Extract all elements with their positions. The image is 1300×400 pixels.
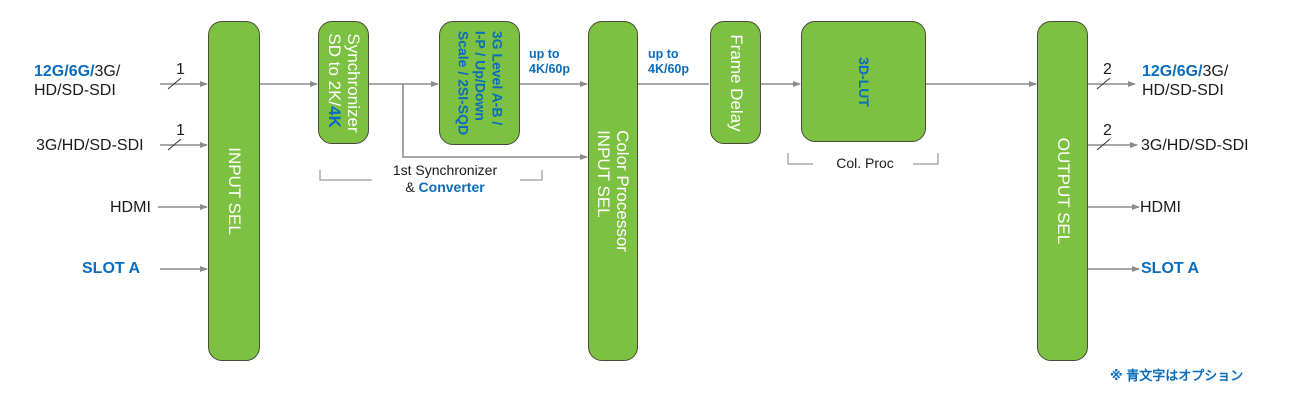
output-sel-label: OUTPUT SEL	[1053, 137, 1073, 245]
output-label-12g-sdi: 12G/6G/3G/ HD/SD-SDI	[1142, 63, 1229, 99]
option-text: 4K	[324, 105, 344, 128]
frame-delay-label: Frame Delay	[726, 33, 746, 132]
input-count: 1	[176, 122, 185, 139]
input-sel-label: INPUT SEL	[225, 147, 244, 235]
bus-slash	[1096, 77, 1111, 90]
bracket-colproc-right	[913, 153, 939, 165]
option-text: 12G/6G/	[1142, 63, 1203, 80]
converter-label: 3G Level A-B / I-P / Up/Down Scale / 2SI…	[455, 30, 505, 136]
frame-delay-block: Frame Delay	[710, 21, 761, 144]
synchronizer-label: Synchronizer SD to 2K/4K	[324, 32, 363, 133]
bus-slash	[1096, 138, 1111, 151]
bus-slash	[167, 77, 182, 90]
arrow-sync-bypass	[402, 84, 588, 160]
converter-block: 3G Level A-B / I-P / Up/Down Scale / 2SI…	[439, 21, 520, 145]
group-caption-sync-converter: 1st Synchronizer & Converter	[392, 162, 498, 195]
rate-label-converter-out: up to 4K/60p	[529, 47, 570, 76]
output-count: 2	[1103, 122, 1112, 139]
output-label-hdmi: HDMI	[1140, 199, 1181, 216]
input-label-slot-a: SLOT A	[82, 260, 141, 277]
input-count: 1	[176, 61, 185, 78]
footnote-option-legend: ※ 青文字はオプション	[1110, 368, 1244, 383]
output-label-slot-a: SLOT A	[1141, 260, 1200, 277]
option-text: 12G/6G/	[34, 63, 95, 80]
input-sel-block: INPUT SEL	[208, 21, 260, 361]
input-label-12g-sdi: 12G/6G/3G/ HD/SD-SDI	[34, 63, 121, 99]
output-sel-block: OUTPUT SEL	[1037, 21, 1088, 361]
bus-slash	[167, 138, 182, 151]
color-processor-input-sel-block: Color Processor INPUT SEL	[588, 21, 638, 361]
rate-label-cp-out: up to 4K/60p	[648, 47, 689, 76]
group-caption-col-proc: Col. Proc	[836, 155, 894, 171]
synchronizer-block: Synchronizer SD to 2K/4K	[318, 21, 369, 144]
input-label-hdmi: HDMI	[110, 199, 151, 216]
3d-lut-label: 3D-LUT	[855, 56, 872, 107]
bracket-sync-converter-right	[520, 170, 543, 181]
output-count: 2	[1103, 61, 1112, 78]
output-label-3g-sdi: 3G/HD/SD-SDI	[1141, 137, 1249, 154]
color-processor-label: Color Processor INPUT SEL	[594, 130, 632, 252]
option-text: Converter	[418, 179, 485, 195]
bracket-colproc-left	[787, 153, 813, 165]
bracket-sync-converter-left	[319, 170, 372, 181]
input-label-3g-sdi: 3G/HD/SD-SDI	[36, 137, 144, 154]
3d-lut-block: 3D-LUT	[801, 21, 926, 142]
